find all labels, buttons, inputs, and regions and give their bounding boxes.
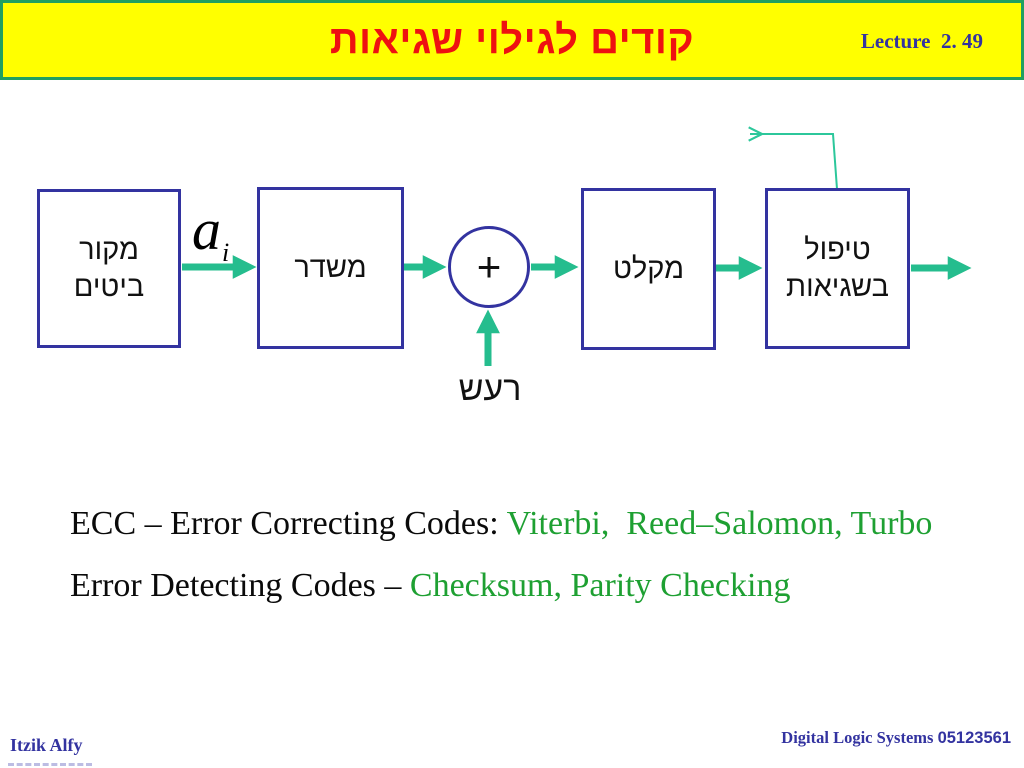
author-name: Itzik Alfy — [10, 735, 83, 755]
block-receiver-label: מקלט — [612, 252, 685, 285]
block-error-handling-label: טיפול בשגיאות — [786, 234, 889, 303]
block-transmitter-label: משדר — [294, 251, 367, 284]
ecc-text-line: ECC – Error Correcting Codes: Viterbi, R… — [70, 505, 932, 543]
arrow-feedback — [750, 134, 838, 190]
ecc-text-green: Viterbi, Reed–Salomon, Turbo — [506, 505, 933, 542]
edc-text-black: Error Detecting Codes – — [70, 567, 410, 604]
block-bit-source-label: מקור ביטים — [73, 234, 145, 303]
course-info: Digital Logic Systems 05123561 — [781, 728, 1011, 748]
signal-ai-label: ai — [192, 201, 229, 266]
adder-circle: + — [448, 226, 530, 308]
signal-subscript-i: i — [222, 238, 230, 267]
block-bit-source: מקור ביטים — [37, 189, 181, 348]
edc-text-green: Checksum, Parity Checking — [409, 567, 791, 604]
edc-text-line: Error Detecting Codes – Checksum, Parity… — [70, 567, 790, 605]
lecture-number: Lecture 2. 49 — [860, 29, 983, 53]
block-error-handling: טיפול בשגיאות — [765, 188, 910, 349]
course-name: Digital Logic Systems — [781, 728, 934, 747]
plus-symbol: + — [476, 243, 502, 290]
header-banner: קודים לגילוי שגיאות Lecture 2. 49 — [0, 0, 1024, 80]
footer-partial-line — [8, 763, 92, 766]
signal-a: a — [192, 197, 221, 262]
course-code: 05123561 — [937, 729, 1011, 747]
noise-label: רעש — [458, 370, 522, 408]
block-transmitter: משדר — [257, 187, 404, 349]
block-receiver: מקלט — [581, 188, 716, 350]
ecc-text-black: ECC – Error Correcting Codes: — [70, 505, 507, 542]
slide-title: קודים לגילוי שגיאות — [329, 17, 695, 62]
